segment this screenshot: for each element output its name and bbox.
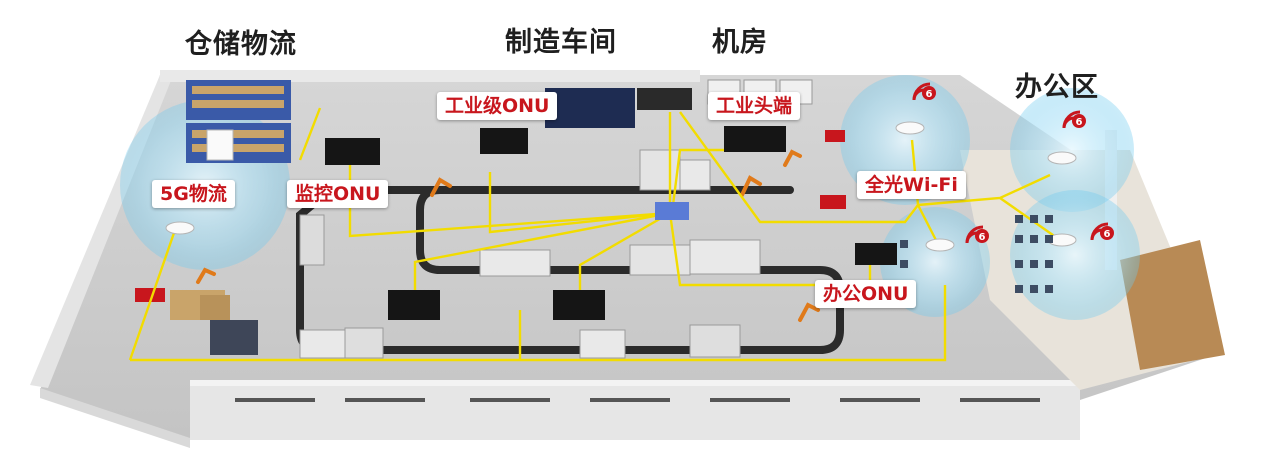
monitor-wall	[545, 88, 635, 128]
access-point	[925, 238, 955, 252]
label-monitor-onu: 监控ONU	[287, 180, 389, 208]
wifi6-icon: 6	[965, 225, 989, 244]
zone-title-server-room: 机房	[712, 27, 768, 58]
onu-device-industrial	[480, 128, 528, 154]
wifi6-badges: 6 6 6 6	[912, 82, 1114, 244]
access-points	[165, 121, 1077, 252]
olt-head-end	[724, 126, 786, 152]
onu-device-office	[855, 243, 897, 265]
machine	[210, 320, 258, 355]
wifi6-icon: 6	[1090, 222, 1114, 241]
onu-devices	[325, 126, 897, 320]
equipment	[135, 79, 846, 359]
robot-arms	[196, 149, 820, 322]
zone-title-workshop: 制造车间	[505, 27, 617, 58]
access-point	[165, 221, 195, 235]
label-all-optical-wifi: 全光Wi-Fi	[857, 171, 966, 199]
office-desks	[900, 215, 1053, 293]
svg-text:6: 6	[1104, 229, 1111, 240]
label-5g-logistics: 5G物流	[152, 180, 235, 208]
access-point	[895, 121, 925, 135]
svg-text:6: 6	[1076, 117, 1083, 128]
wifi6-icon: 6	[912, 82, 936, 101]
optical-splitter	[655, 202, 689, 220]
label-industrial-onu: 工业级ONU	[437, 92, 558, 120]
label-industrial-head-end: 工业头端	[708, 92, 801, 120]
coverage-bubble-office	[1010, 88, 1134, 212]
svg-text:6: 6	[926, 89, 933, 100]
wifi6-icon: 6	[1062, 110, 1086, 129]
svg-text:6: 6	[979, 232, 986, 243]
coverage-bubble-office-right	[1010, 190, 1140, 320]
label-office-onu: 办公ONU	[815, 280, 917, 308]
zone-title-warehouse: 仓储物流	[185, 29, 297, 60]
warehouse-racks	[170, 80, 291, 320]
onu-device	[388, 290, 440, 320]
zone-title-office: 办公区	[1015, 72, 1099, 103]
agv-cart	[135, 288, 165, 302]
onu-device-monitor	[325, 138, 380, 165]
access-point	[1047, 151, 1077, 165]
agv-cart	[825, 130, 845, 142]
access-point	[206, 129, 234, 161]
agv-cart	[820, 195, 846, 209]
onu-device	[553, 290, 605, 320]
